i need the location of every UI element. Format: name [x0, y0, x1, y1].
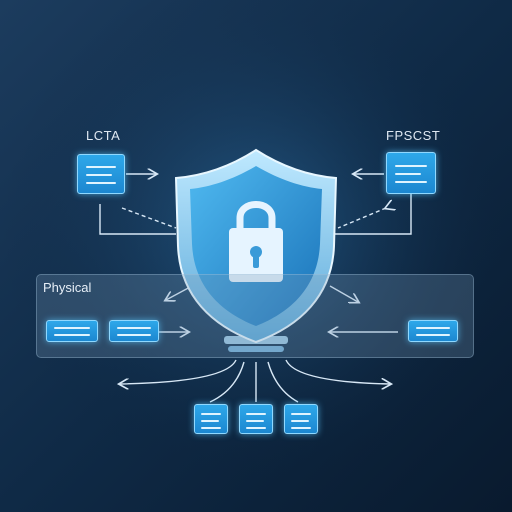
node-bottom-2: [239, 404, 273, 434]
node-top-left: [77, 154, 125, 194]
shield-lock-icon: [174, 148, 338, 344]
physical-label: Physical: [43, 280, 92, 295]
connector-lines: [99, 174, 412, 403]
node-bottom-3: [284, 404, 318, 434]
node-panel-right: [408, 320, 458, 342]
node-top-right: [386, 152, 436, 194]
node-panel-left-1: [46, 320, 98, 342]
physical-panel: Physical: [36, 274, 474, 358]
node-panel-left-2: [109, 320, 159, 342]
node-bottom-1: [194, 404, 228, 434]
label-top-right: FPSCST: [386, 128, 441, 143]
label-top-left: LCTA: [86, 128, 121, 143]
